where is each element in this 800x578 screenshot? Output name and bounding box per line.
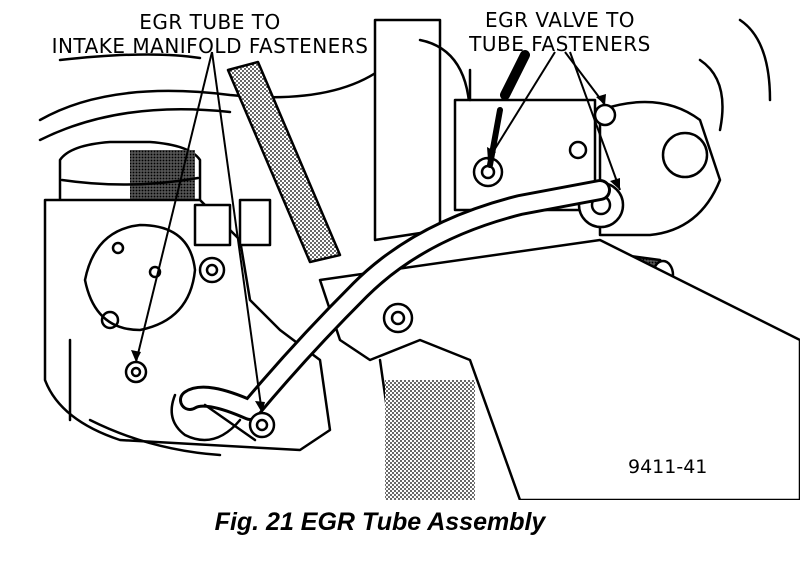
- label-line: EGR TUBE TO: [139, 10, 281, 34]
- leader-left-1: [135, 51, 213, 363]
- figure-caption: Fig. 21 EGR Tube Assembly: [214, 508, 546, 536]
- bracket-bolt: [382, 302, 414, 334]
- engine-illustration: [38, 18, 800, 500]
- figure-code: 9411-41: [628, 456, 708, 478]
- valve-fastener-2: [593, 103, 617, 127]
- leader-right-1: [487, 51, 556, 161]
- leader-right-2: [564, 51, 606, 106]
- hatched-rod: [226, 60, 342, 264]
- mounting-bracket: [318, 238, 800, 500]
- label-egr-valve-to-tube: EGR VALVE TO TUBE FASTENERS: [455, 8, 665, 56]
- engine-block: [43, 198, 332, 452]
- upper-hose: [38, 68, 382, 122]
- manifold-fastener-3: [248, 411, 276, 439]
- figure-caption-wrap: Fig. 21 EGR Tube Assembly: [0, 508, 800, 537]
- label-line: INTAKE MANIFOLD FASTENERS: [51, 34, 369, 58]
- leader-right-3: [569, 51, 621, 191]
- label-egr-tube-to-manifold: EGR TUBE TO INTAKE MANIFOLD FASTENERS: [30, 10, 390, 58]
- label-line: EGR VALVE TO: [484, 8, 636, 32]
- manifold-fastener-2: [124, 360, 148, 384]
- leader-left-2: [211, 51, 263, 414]
- manifold-fastener-1: [198, 256, 226, 284]
- label-line: TUBE FASTENERS: [469, 32, 651, 56]
